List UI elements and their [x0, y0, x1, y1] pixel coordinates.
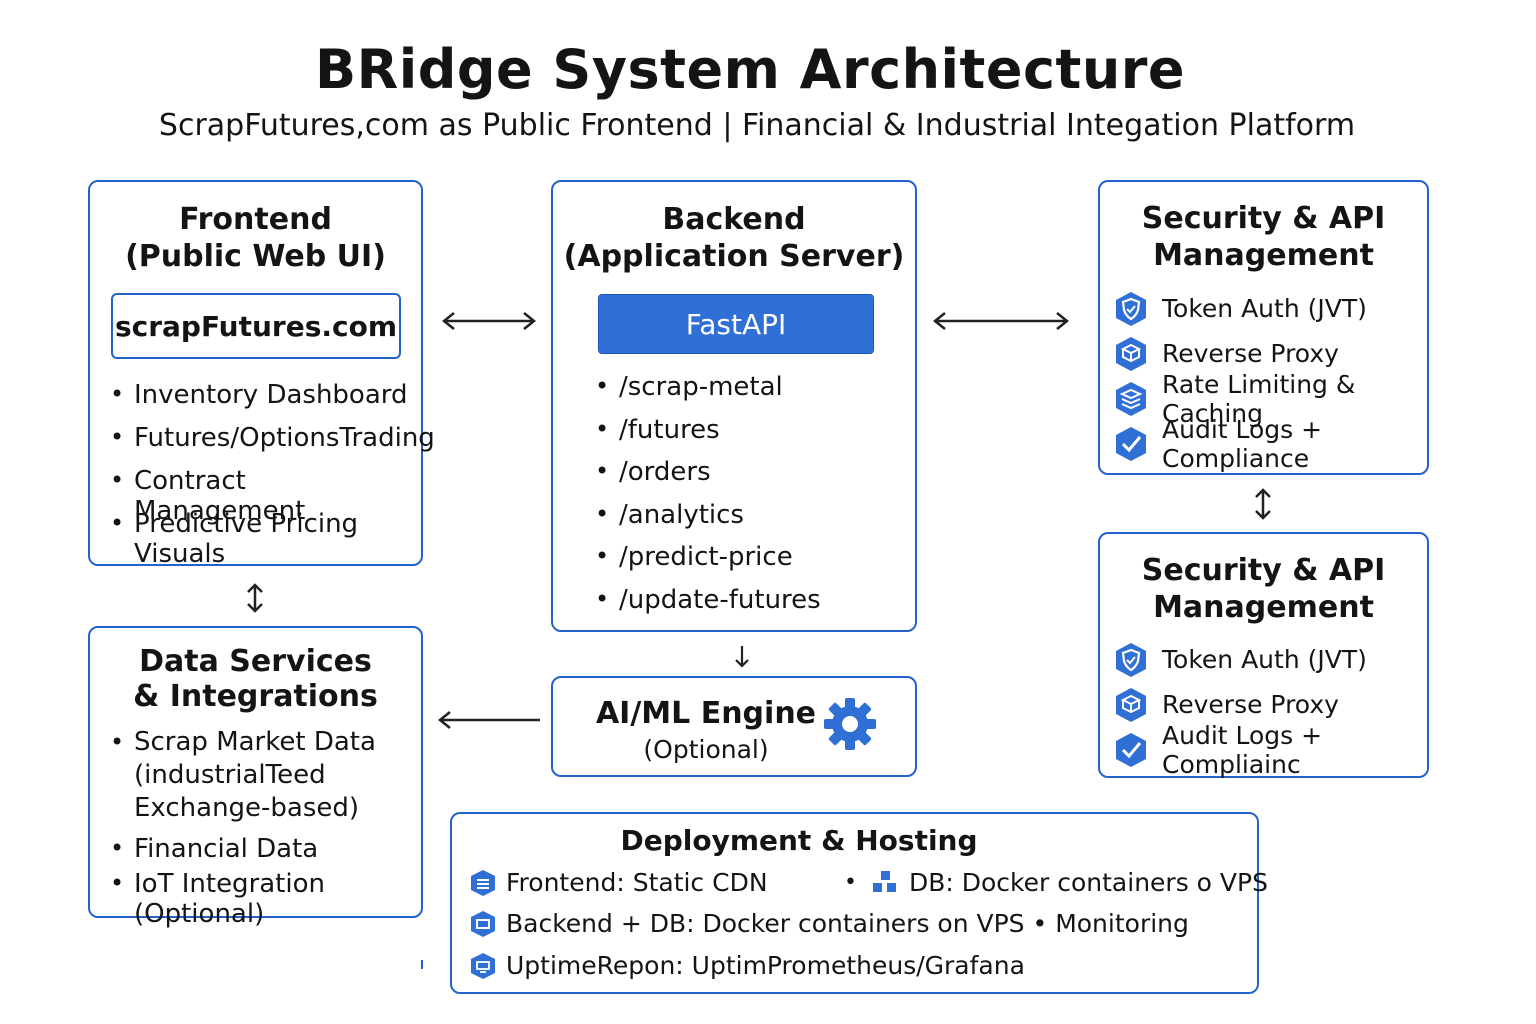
deployment-side-label: DB: Docker containers o VPS: [908, 868, 1268, 897]
list-item: Contract Management: [110, 466, 425, 526]
security-item-label: Rate Limiting & Caching: [1162, 369, 1356, 428]
backend-security-arrow: [932, 312, 1070, 330]
endpoint-item: /update-futures: [595, 585, 915, 628]
list-item-label: Scrap Market Data: [134, 727, 376, 757]
ai-engine-title: AI/ML Engine: [595, 696, 817, 731]
blocks-icon: [872, 870, 896, 892]
security-title-line1: Security & API: [1141, 201, 1386, 236]
security-item-label: Audit Logs + Compliainc: [1162, 720, 1323, 779]
frontend-box: Frontend (Public Web UI) scrapFutures.co…: [88, 180, 435, 569]
endpoint-item: /predict-price: [595, 542, 915, 585]
shield-icon: [1116, 291, 1146, 326]
deployment-row: Frontend: Static CDN: [470, 868, 768, 897]
security-item-label: Token Auth (JVT): [1162, 294, 1367, 323]
monitor-icon: [471, 952, 495, 979]
security-item-label: Reverse Proxy: [1162, 339, 1339, 368]
list-item: IoT Integration (Optional): [110, 869, 425, 929]
security-item-label: Reverse Proxy: [1162, 690, 1339, 719]
frontend-title-line1: Frontend: [179, 202, 332, 237]
deployment-row: Backend + DB: Docker containers on VPS •…: [470, 909, 1189, 938]
endpoint-list: /scrap-metal /futures /orders /analytics…: [595, 372, 915, 627]
list-item-detail: (industrialTeed: [134, 760, 326, 790]
data-services-title-line2: & Integrations: [133, 679, 378, 714]
ai-data-arrow: [437, 711, 540, 729]
endpoint-item: /scrap-metal: [595, 372, 915, 415]
backend-title-line1: Backend: [662, 202, 806, 237]
list-item: Scrap Market Data (industrialTeed Exchan…: [110, 726, 425, 834]
gear-icon: [824, 698, 876, 750]
frontend-data-arrow: [247, 583, 263, 613]
frontend-domain: scrapFutures.com: [111, 293, 401, 359]
backend-ai-arrow: [735, 646, 749, 668]
security-item-list: Token Auth (JVT) Reverse Proxy Rate Limi…: [1114, 286, 1427, 473]
check-icon: [1116, 426, 1146, 461]
frontend-title-line2: (Public Web UI): [125, 239, 386, 274]
stray-mark: [421, 960, 423, 969]
server-icon: [471, 910, 495, 937]
deployment-row-label: UptimeRepon: UptimPrometheus/Grafana: [506, 951, 1025, 980]
endpoint-item: /analytics: [595, 500, 915, 543]
list-item: Predictive Pricing Visuals: [110, 509, 425, 569]
list-item: Futures/OptionsTrading: [110, 423, 435, 466]
backend-title-line2: (Application Server): [563, 239, 905, 274]
security-title-line2: Management: [1153, 238, 1374, 273]
deployment-side-item: • DB: Docker containers o VPS: [844, 868, 1268, 897]
cdn-icon: [471, 869, 495, 896]
security-item-label: Token Auth (JVT): [1162, 645, 1367, 674]
frontend-backend-arrow: [441, 312, 537, 330]
ai-engine-subtitle: (Optional): [643, 735, 769, 764]
security-item: Audit Logs + Compliainc: [1114, 721, 1427, 779]
data-services-list: Scrap Market Data (industrialTeed Exchan…: [110, 726, 425, 929]
page-title: BRidge System Architecture: [314, 38, 1186, 101]
security-item: Reverse Proxy: [1114, 682, 1427, 727]
frontend-title: Frontend (Public Web UI): [90, 201, 421, 275]
security-management-box: Security & API Management Token Auth (JV…: [1098, 180, 1429, 475]
deployment-title: Deployment & Hosting: [620, 824, 978, 857]
proxy-icon: [1116, 687, 1146, 722]
security-management-box-secondary: Security & API Management Token Auth (JV…: [1098, 532, 1429, 779]
bullet-dot: •: [844, 870, 857, 895]
fastapi-badge: FastAPI: [598, 294, 874, 354]
data-services-title: Data Services & Integrations: [90, 644, 421, 714]
security-secondary-title-line1: Security & API: [1141, 553, 1386, 588]
security-secondary-title-line2: Management: [1153, 590, 1374, 625]
list-item: Inventory Dashboard: [110, 380, 425, 423]
deployment-row-label: Backend + DB: Docker containers on VPS •…: [506, 909, 1189, 938]
check-icon: [1116, 732, 1146, 767]
security-item-label: Audit Logs + Compliance: [1162, 414, 1323, 473]
list-item: Financial Data: [110, 834, 425, 869]
security-item: Audit Logs + Compliance: [1114, 415, 1427, 473]
deployment-row: UptimeRepon: UptimPrometheus/Grafana: [470, 951, 1025, 980]
proxy-icon: [1116, 336, 1146, 371]
security-item: Token Auth (JVT): [1114, 286, 1427, 331]
endpoint-item: /futures: [595, 415, 915, 458]
deployment-row-label: Frontend: Static CDN: [506, 868, 768, 897]
data-services-box: Data Services & Integrations Scrap Marke…: [88, 626, 425, 929]
security-secondary-item-list: Token Auth (JVT) Reverse Proxy Audit Log…: [1114, 637, 1427, 779]
layers-icon: [1116, 381, 1146, 416]
data-services-title-line1: Data Services: [139, 644, 372, 679]
security-item: Rate Limiting & Caching: [1114, 370, 1427, 428]
shield-icon: [1116, 642, 1146, 677]
security-item: Token Auth (JVT): [1114, 637, 1427, 682]
security-secondary-title: Security & API Management: [1100, 552, 1427, 626]
security-security-arrow: [1255, 488, 1271, 520]
backend-title: Backend (Application Server): [553, 201, 915, 275]
frontend-feature-list: Inventory Dashboard Futures/OptionsTradi…: [110, 380, 435, 569]
endpoint-item: /orders: [595, 457, 915, 500]
security-item: Reverse Proxy: [1114, 331, 1427, 376]
backend-box: Backend (Application Server) FastAPI /sc…: [551, 180, 917, 632]
list-item-detail: Exchange-based): [134, 793, 360, 823]
security-title: Security & API Management: [1100, 200, 1427, 274]
ai-engine-box: AI/ML Engine (Optional): [551, 676, 917, 777]
page-subtitle: ScrapFutures,com as Public Frontend | Fi…: [158, 108, 1356, 143]
deployment-box: Deployment & Hosting Frontend: Static CD…: [450, 812, 1268, 994]
